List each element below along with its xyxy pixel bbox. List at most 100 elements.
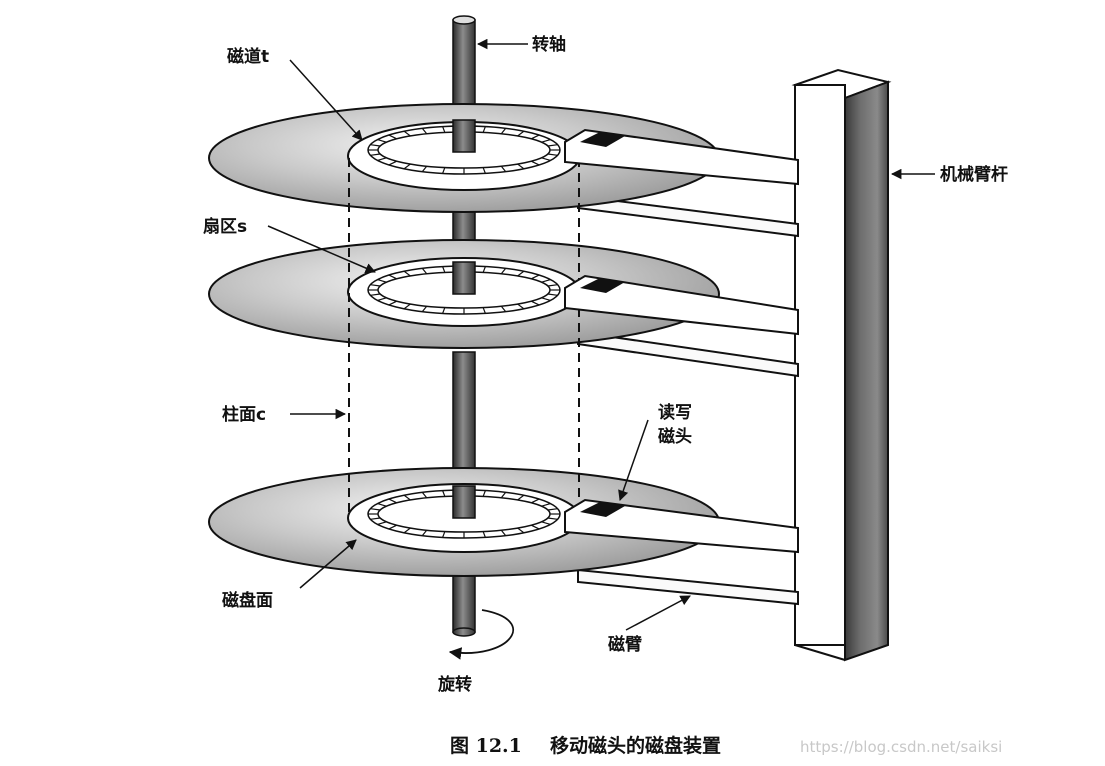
sector-tick (482, 307, 486, 314)
sector-tick (482, 126, 486, 133)
sector-tick (530, 274, 540, 280)
sector-tick (517, 130, 525, 137)
head-label-line2: 磁头 (658, 426, 692, 447)
sector-tick (403, 494, 411, 501)
sector-tick (500, 305, 507, 312)
sector-tick (547, 284, 558, 287)
sector-tick (500, 128, 507, 135)
head-label-line1: 读写 (658, 402, 692, 423)
platter-surface-label: 磁盘面 (222, 590, 273, 611)
arm-label: 磁臂 (608, 634, 642, 655)
sector-tick (500, 492, 507, 499)
sector-tick (370, 517, 381, 520)
sector-tick (517, 270, 525, 277)
sector-tick (541, 521, 551, 525)
sector-tick (530, 160, 540, 166)
sector-tick (370, 284, 381, 287)
sector-tick (421, 128, 428, 135)
rotation-label: 旋转 (437, 674, 472, 695)
sector-tick (547, 144, 558, 147)
sector-tick (530, 524, 540, 530)
sector-tick (517, 163, 525, 170)
sector-tick (442, 307, 446, 314)
sector-tick (421, 492, 428, 499)
sector-tick (500, 268, 507, 275)
arm-bar (791, 68, 892, 662)
arm-bottom (564, 498, 799, 554)
sector-tick (370, 293, 381, 296)
sector-tick (421, 529, 428, 536)
sector-tick (377, 279, 387, 283)
arm-middle (564, 274, 799, 336)
sector-tick (403, 130, 411, 137)
sector-tick (442, 490, 446, 497)
sector-tick (421, 268, 428, 275)
sector-tick (388, 274, 398, 280)
sector-tick (517, 494, 525, 501)
sector-tick (547, 293, 558, 296)
sector-tick (530, 498, 540, 504)
sector-label: 扇区s (203, 216, 247, 237)
leader-lines (267, 38, 935, 631)
sector-tick (377, 157, 387, 161)
sector-tick (421, 305, 428, 312)
sector-tick (442, 266, 446, 273)
read-write-head-middle (580, 278, 625, 293)
sector-tick (482, 490, 486, 497)
sector-tick (541, 503, 551, 507)
rotation-arrow (448, 609, 515, 660)
platter-bottom (208, 467, 720, 577)
sector-tick (500, 529, 507, 536)
read-write-head-top (580, 132, 625, 147)
sector-tick (377, 139, 387, 143)
sector-tick (500, 165, 507, 172)
sector-tick (388, 300, 398, 306)
sector-tick (403, 163, 411, 170)
sector-tick (541, 297, 551, 301)
sector-tick (377, 521, 387, 525)
sector-tick (403, 303, 411, 310)
sector-tick (388, 524, 398, 530)
sector-tick (370, 508, 381, 511)
sector-tick (517, 527, 525, 534)
sector-tick (547, 508, 558, 511)
cylinder-dashes (348, 158, 580, 518)
sector-tick (388, 134, 398, 140)
caption-text: 移动磁头的磁盘装置 (550, 734, 721, 757)
sector-tick (547, 517, 558, 520)
sector-tick (442, 531, 446, 538)
sector-tick (530, 300, 540, 306)
sector-tick (421, 165, 428, 172)
sector-tick (442, 126, 446, 133)
spindle-visible (452, 119, 476, 519)
sector-tick (442, 167, 446, 174)
sector-tick (377, 503, 387, 507)
sector-tick (541, 157, 551, 161)
sector-tick (388, 160, 398, 166)
sector-tick (388, 498, 398, 504)
sector-tick (370, 153, 381, 156)
sector-tick (403, 527, 411, 534)
sector-tick (482, 531, 486, 538)
arm-lower-rails (577, 194, 799, 606)
sector-tick (403, 270, 411, 277)
spindle-label: 转轴 (532, 34, 566, 55)
sector-tick (482, 167, 486, 174)
cylinder-label: 柱面c (222, 404, 266, 425)
sector-tick (530, 134, 540, 140)
sector-tick (517, 303, 525, 310)
track-label: 磁道t (227, 46, 269, 67)
caption-number: 图 12.1 (450, 735, 522, 757)
sector-tick (482, 266, 486, 273)
sector-tick (547, 153, 558, 156)
arm-top (564, 128, 799, 186)
sector-tick (541, 139, 551, 143)
watermark: https://blog.csdn.net/saiksi (800, 738, 1002, 756)
read-write-head-bottom (580, 502, 625, 517)
sector-tick (541, 279, 551, 283)
sector-tick (370, 144, 381, 147)
arm-bar-label: 机械臂杆 (940, 164, 1008, 185)
sector-ticks (368, 126, 560, 538)
